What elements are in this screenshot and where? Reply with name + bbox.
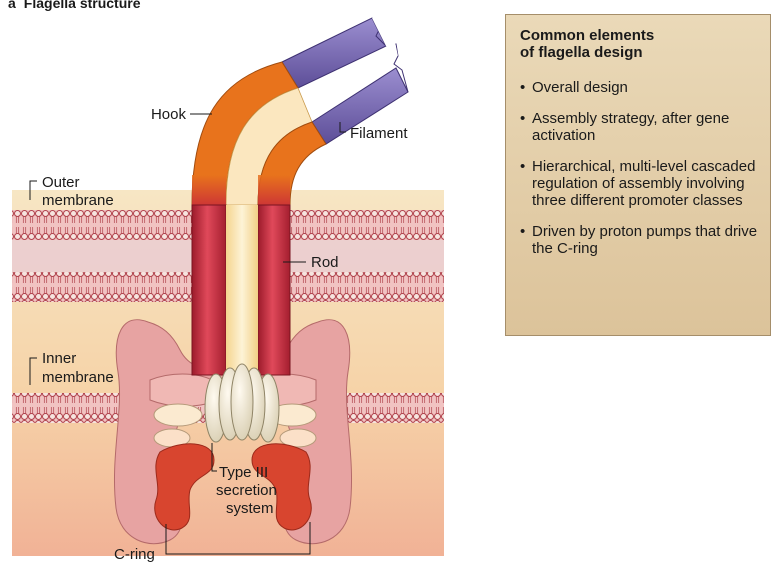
box-list: • Overall design • Assembly strategy, afte…: [520, 79, 760, 257]
list-item: • Driven by proton pumps that drive the C…: [520, 223, 760, 257]
bullet-icon: •: [520, 158, 525, 175]
left-ms-ring: [150, 374, 212, 406]
outer-membrane-label-line1: Outer: [42, 174, 80, 191]
list-item-text: Overall design: [532, 79, 628, 96]
flagellum-diagram: Hook Filament Outer membrane Rod Inner m…: [0, 0, 460, 566]
list-item: • Assembly strategy, after gene activatio…: [520, 110, 760, 144]
list-item-text: Driven by proton pumps that drive the C-…: [532, 223, 757, 257]
bullet-icon: •: [520, 110, 525, 127]
type-iii-secretion-rings: [205, 364, 279, 442]
inner-membrane-label-line2: membrane: [42, 369, 114, 386]
type3-label-line3: system: [226, 500, 274, 517]
rod-right-wall: [258, 205, 290, 375]
list-item: • Overall design: [520, 79, 760, 96]
type3-label-line2: secretion: [216, 482, 277, 499]
rod-label: Rod: [311, 254, 339, 271]
filament-outer-segment: [282, 18, 386, 88]
list-item: • Hierarchical, multi-level cascaded regu…: [520, 158, 760, 209]
bullet-icon: •: [520, 79, 525, 96]
box-title: Common elements of flagella design: [520, 27, 760, 61]
common-elements-box: Common elements of flagella design • Over…: [505, 14, 771, 336]
filament-label: Filament: [350, 125, 408, 142]
list-item-text: Hierarchical, multi-level cascaded regul…: [532, 158, 755, 209]
outer-membrane-label-line2: membrane: [42, 192, 114, 209]
hook-label: Hook: [151, 106, 187, 123]
c-ring-label: C-ring: [114, 546, 155, 563]
rod-left-wall: [192, 205, 226, 375]
type3-label-line1: Type III: [219, 464, 268, 481]
inner-membrane-label-line1: Inner: [42, 350, 76, 367]
bullet-icon: •: [520, 223, 525, 240]
left-switch-oval: [154, 404, 202, 426]
rod-core: [226, 205, 258, 380]
list-item-text: Assembly strategy, after gene activation: [532, 110, 729, 144]
